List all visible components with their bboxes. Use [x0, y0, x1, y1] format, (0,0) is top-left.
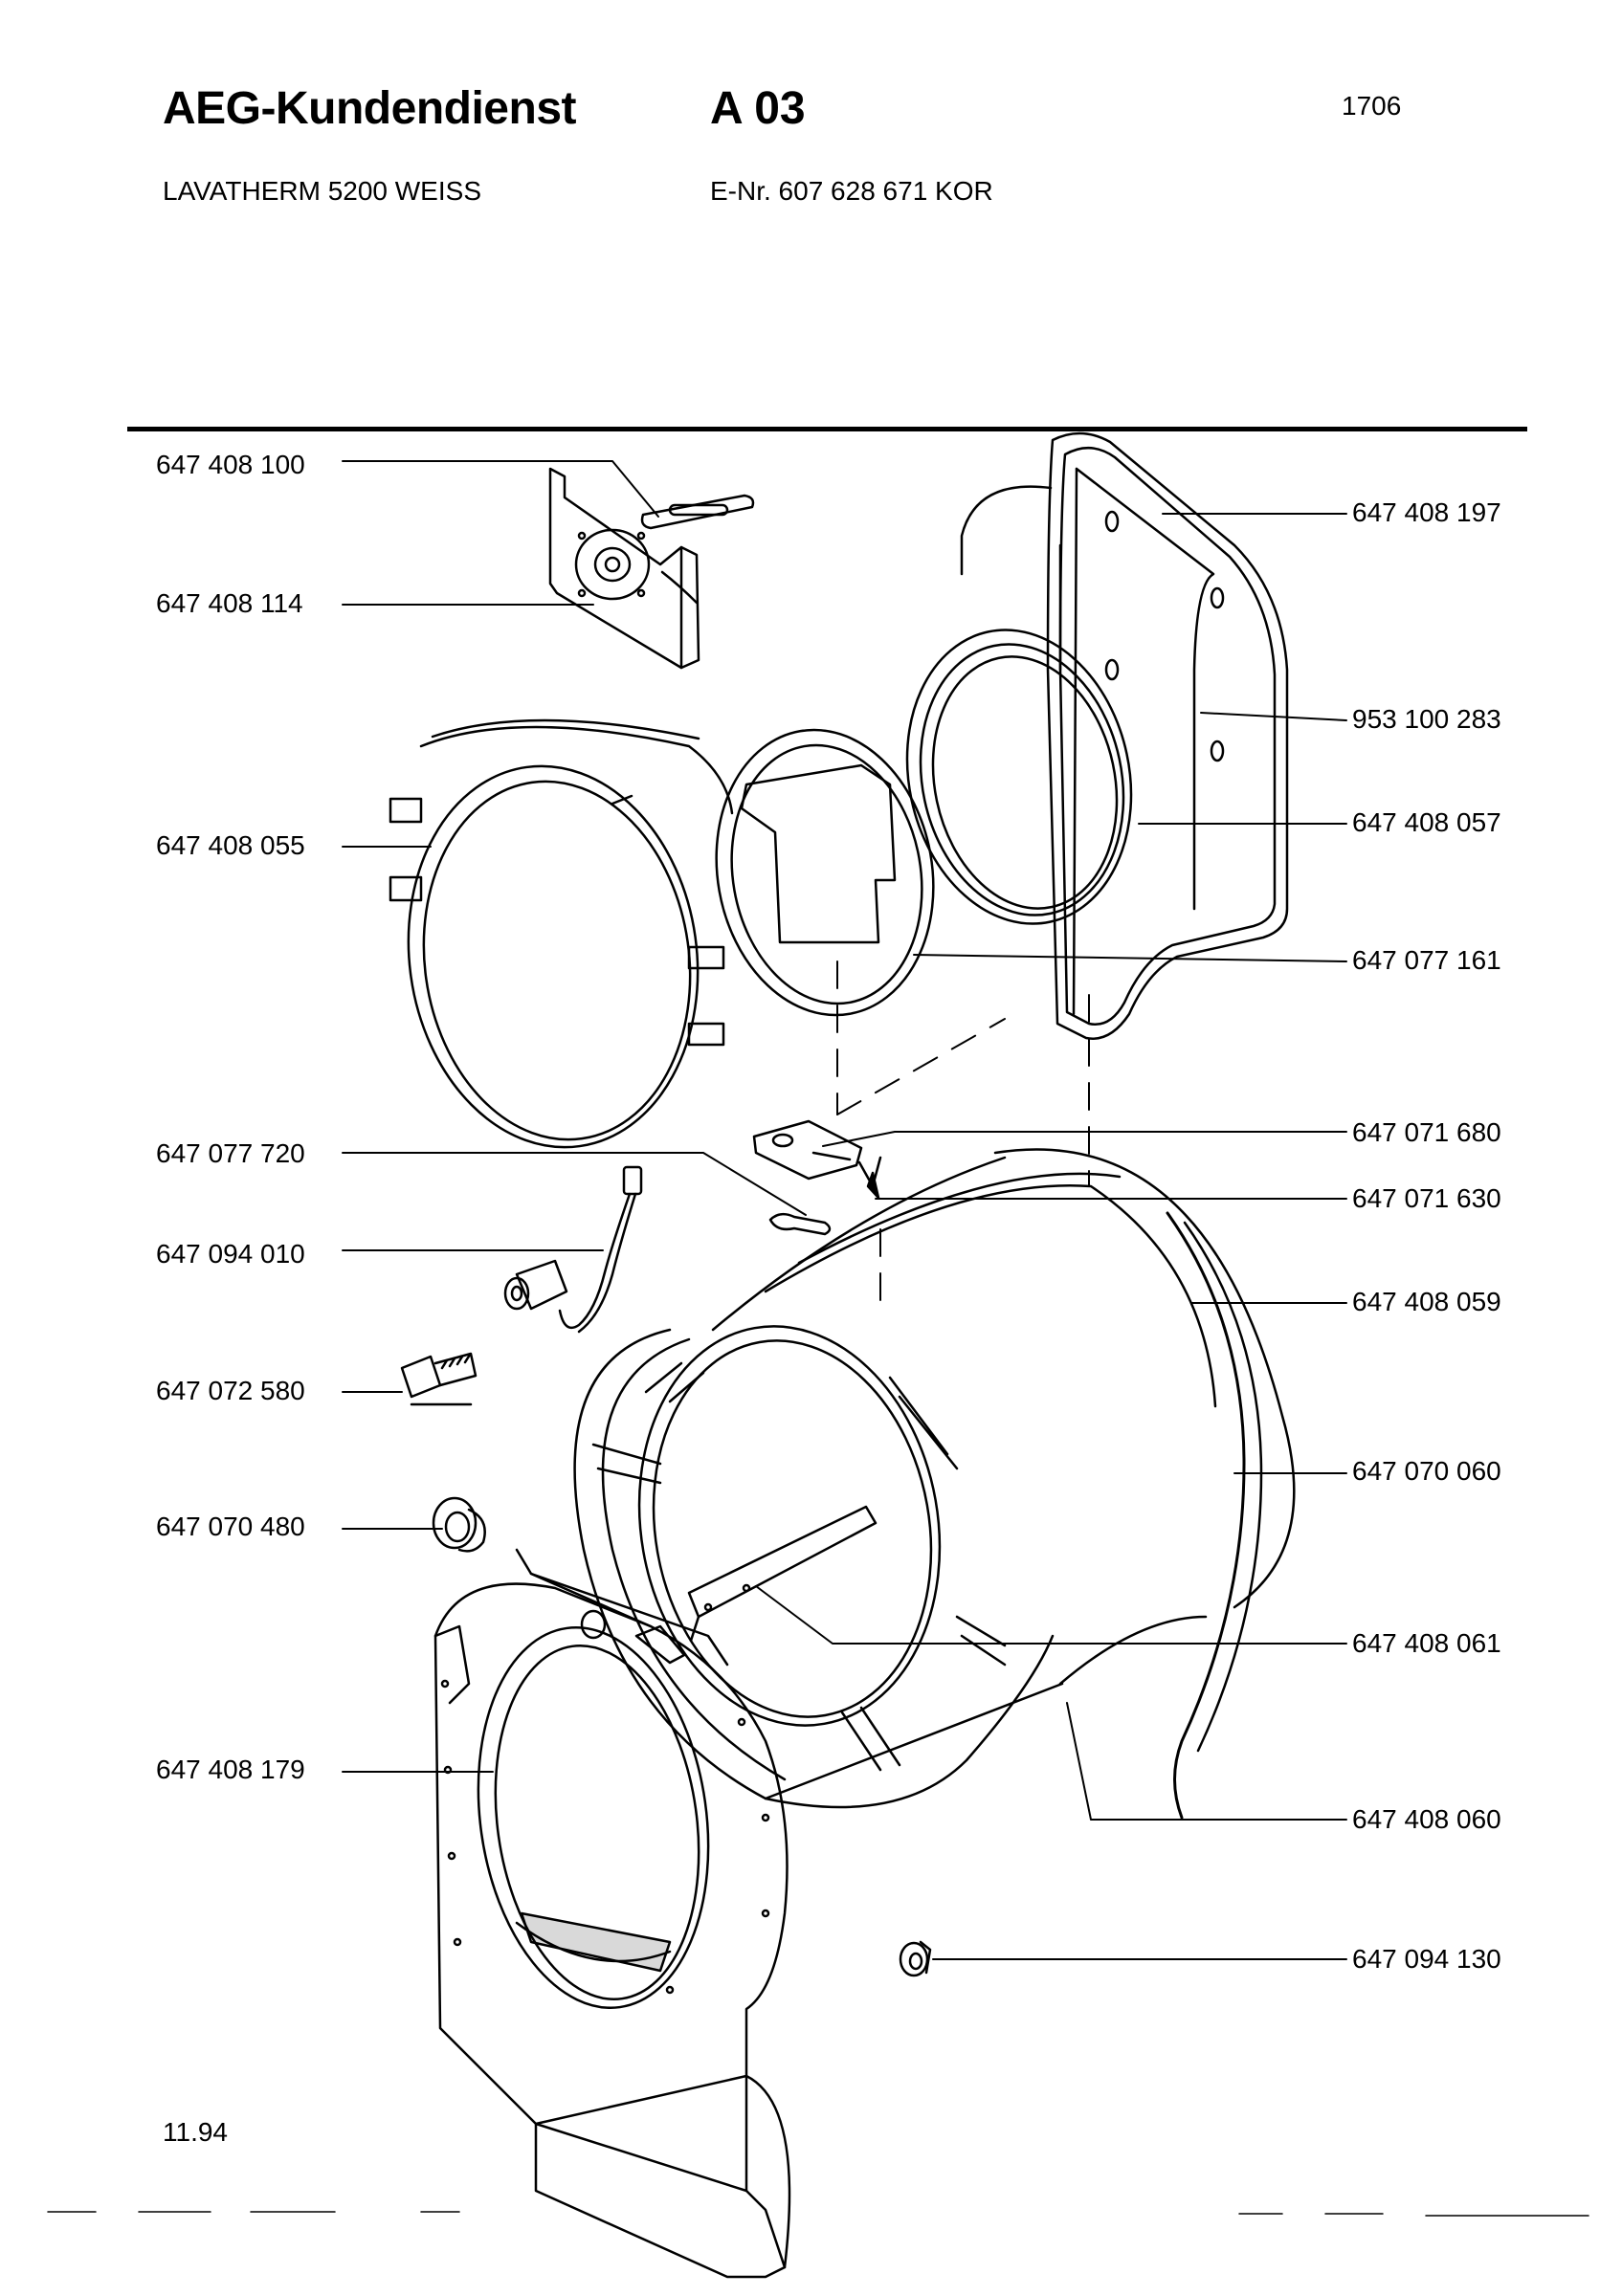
- front-frame-part: [433, 1548, 791, 2279]
- scan-edge-marks: [47, 2211, 1589, 2217]
- leader-line: [1066, 1702, 1347, 1821]
- ring-clip: [389, 875, 423, 902]
- leader-lines-left: [342, 460, 807, 1773]
- part-label-right-4: 647 077 161: [1352, 945, 1501, 975]
- leader-line: [822, 1131, 1347, 1147]
- rear-panel-part: [960, 431, 1289, 1040]
- part-label-right-10: 647 408 060: [1352, 1804, 1501, 1834]
- screw-part: [400, 1352, 478, 1406]
- part-label-left-8: 647 408 179: [156, 1755, 305, 1784]
- leader-line: [342, 460, 659, 518]
- part-label-left-2: 647 408 114: [156, 588, 303, 618]
- part-label-left-1: 647 408 100: [156, 450, 305, 479]
- part-label-left-3: 647 408 055: [156, 830, 305, 860]
- sensor-bracket-part: [752, 1119, 882, 1200]
- part-label-right-7: 647 408 059: [1352, 1287, 1501, 1316]
- part-label-left-7: 647 070 480: [156, 1512, 305, 1541]
- part-label-right-1: 647 408 197: [1352, 497, 1501, 527]
- leader-lines-right: [755, 513, 1347, 1960]
- spring-part: [768, 1212, 832, 1236]
- part-label-right-5: 647 071 680: [1352, 1117, 1501, 1147]
- grommet-part: [432, 1496, 486, 1553]
- part-label-right-8: 647 070 060: [1352, 1456, 1501, 1486]
- part-label-right-9: 647 408 061: [1352, 1628, 1501, 1658]
- assembly-guide-lines: [836, 960, 1090, 1316]
- model-name: LAVATHERM 5200 WEISS: [163, 176, 481, 206]
- leader-line: [913, 954, 1347, 962]
- leader-line: [342, 1152, 807, 1216]
- clip-part: [899, 1940, 932, 1977]
- sheet-number: 1706: [1342, 91, 1402, 121]
- leader-line: [755, 1585, 1347, 1645]
- ring-clip: [687, 945, 725, 970]
- part-label-right-3: 647 408 057: [1352, 807, 1501, 837]
- ring-clip: [389, 797, 423, 824]
- part-label-left-4: 647 077 720: [156, 1138, 305, 1168]
- filter-ring-part: [715, 728, 935, 1017]
- part-label-right-11: 647 094 130: [1352, 1944, 1501, 1974]
- revision-date: 11.94: [163, 2117, 228, 2147]
- ring-clip: [687, 1022, 725, 1047]
- part-label-left-5: 647 094 010: [156, 1239, 305, 1269]
- e-number: E-Nr. 607 628 671 KOR: [710, 176, 993, 206]
- drum-paddle-part: [687, 1505, 878, 1643]
- drum-part: [573, 1148, 1296, 1820]
- brand-title: AEG-Kundendienst: [163, 83, 577, 134]
- part-label-right-6: 647 071 630: [1352, 1183, 1501, 1213]
- section-code: A 03: [710, 83, 806, 134]
- part-label-right-2: 953 100 283: [1352, 704, 1501, 734]
- part-label-left-6: 647 072 580: [156, 1376, 305, 1405]
- bearing-bracket-part: [548, 467, 700, 670]
- lamp-cable-part: [503, 1165, 643, 1334]
- bracket-strip-part: [640, 494, 755, 530]
- front-seal-ring-part: [389, 718, 734, 1149]
- header-rule: [127, 427, 1527, 431]
